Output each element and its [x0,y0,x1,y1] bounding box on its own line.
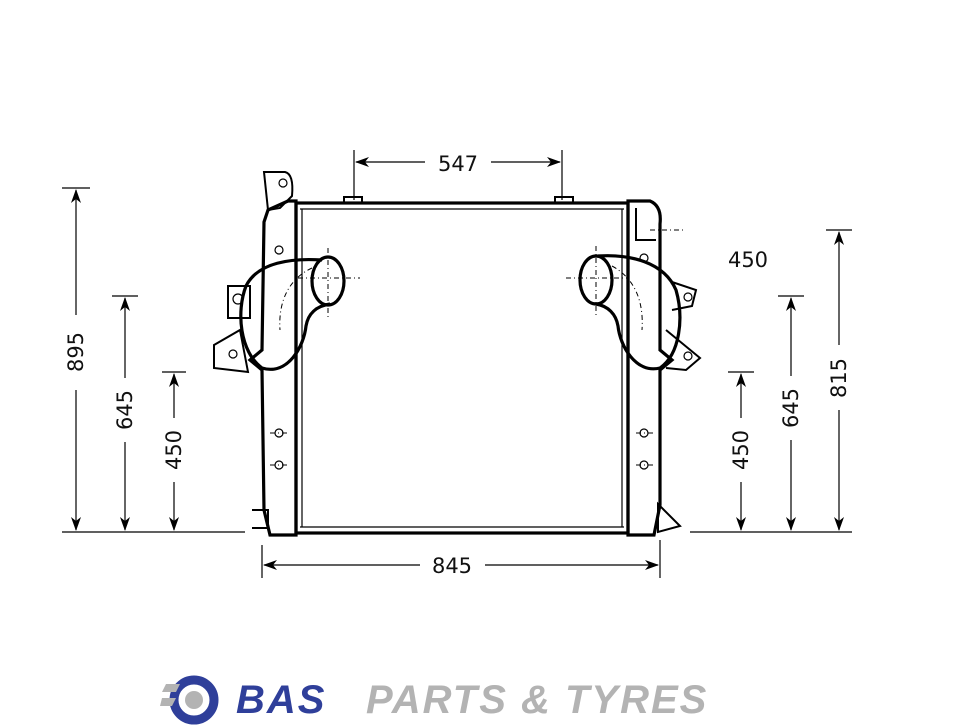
dimension-left-450: 450 [162,371,186,531]
left-inlet-pipe [239,248,360,371]
brand-logo: BAS PARTS & TYRES [160,672,820,728]
logo-emblem-icon [160,675,219,725]
logo-brand-text: BAS [236,678,327,722]
dimension-label-845: 845 [432,554,472,578]
dimension-right-645: 645 [778,295,804,531]
dimension-label-645-right: 645 [779,388,803,428]
dimension-label-547: 547 [438,152,478,176]
dimension-right-815: 815 [826,229,852,531]
right-outlet-pipe [566,246,682,371]
dimension-top-width: 547 [353,150,563,200]
dimension-bottom-width: 845 [261,540,661,578]
dimension-label-450-outlet: 450 [728,248,768,272]
dimension-label-450-left: 450 [162,430,186,470]
left-tank [213,171,298,537]
dimension-label-895: 895 [64,332,88,372]
dimension-label-450-right: 450 [729,430,753,470]
dimension-left-895: 895 [62,187,90,531]
top-mount-tabs [343,196,574,203]
dimension-right-450: 450 [728,371,754,531]
dimension-label-645-left: 645 [113,390,137,430]
logo-tagline-text: PARTS & TYRES [366,678,709,722]
dimension-left-645: 645 [112,295,138,531]
radiator-core [294,201,630,535]
dimension-label-815: 815 [827,358,851,398]
right-tank [626,199,702,537]
